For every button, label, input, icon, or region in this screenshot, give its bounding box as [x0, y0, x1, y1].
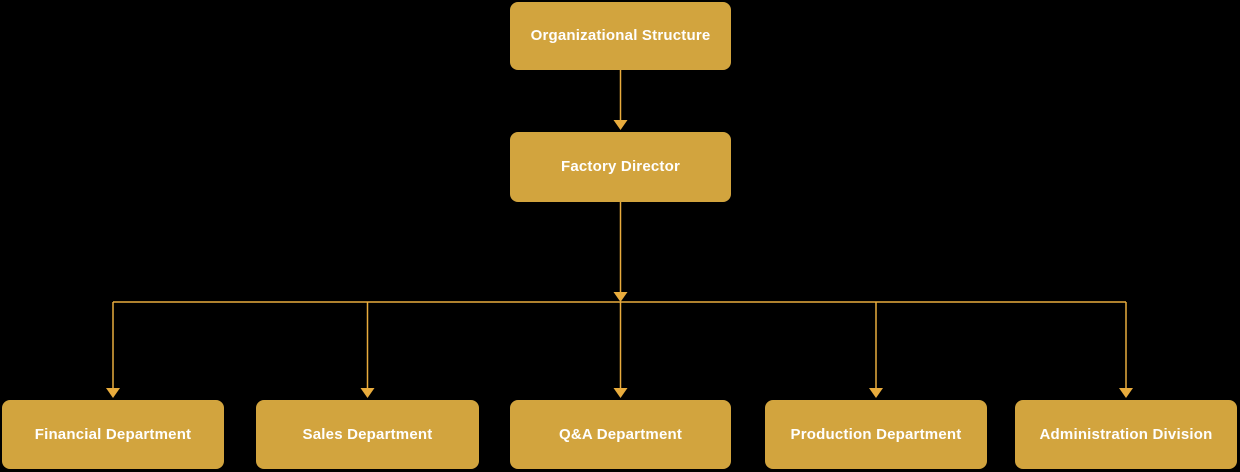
arrowhead-down-icon: [869, 388, 883, 398]
org-node-administration-division[interactable]: Administration Division: [1015, 400, 1237, 469]
org-node-production-department[interactable]: Production Department: [765, 400, 987, 469]
org-node-financial-department[interactable]: Financial Department: [2, 400, 224, 469]
org-node-label: Organizational Structure: [530, 27, 711, 44]
arrowhead-down-icon: [360, 388, 375, 398]
org-node-factory-director[interactable]: Factory Director: [510, 132, 731, 202]
org-node-qa-department[interactable]: Q&A Department: [510, 400, 731, 469]
arrowhead-down-icon: [613, 120, 628, 130]
org-node-label: Financial Department: [34, 425, 192, 443]
org-node-organizational-structure[interactable]: Organizational Structure: [510, 2, 731, 70]
arrowhead-down-icon: [1119, 388, 1133, 398]
org-node-label: Factory Director: [560, 158, 681, 175]
org-node-label: Administration Division: [1039, 425, 1213, 443]
org-node-label: Production Department: [790, 425, 962, 443]
arrowhead-down-icon: [613, 388, 628, 398]
org-node-sales-department[interactable]: Sales Department: [256, 400, 479, 469]
arrowhead-down-icon: [613, 292, 628, 302]
arrowhead-down-icon: [106, 388, 120, 398]
org-node-label: Sales Department: [302, 425, 433, 443]
org-node-label: Q&A Department: [558, 425, 683, 443]
